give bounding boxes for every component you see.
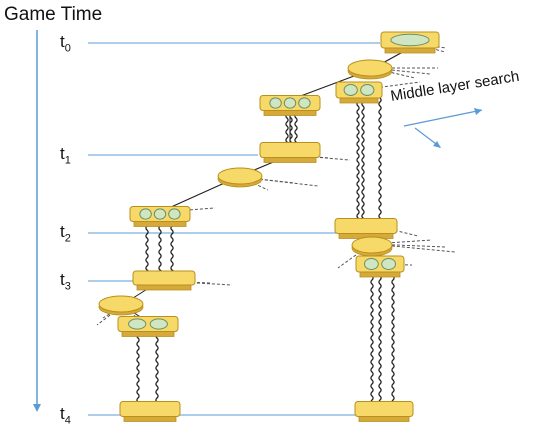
dashed-branch xyxy=(239,176,319,187)
slab-side xyxy=(123,416,177,422)
slab-node-icon xyxy=(132,270,196,291)
wavy-link xyxy=(145,221,149,273)
slab-side xyxy=(358,416,410,422)
nodes xyxy=(98,31,440,422)
dashed-branch xyxy=(337,251,361,269)
slab-side xyxy=(384,47,436,54)
slab-node-icon xyxy=(259,142,321,163)
disk-node-icon xyxy=(98,295,144,316)
inner-ellipse xyxy=(168,208,181,220)
time-axis-arrow-icon xyxy=(33,404,41,412)
slab-node-icon xyxy=(355,255,405,278)
inner-ellipse xyxy=(360,84,375,96)
slab-node-icon xyxy=(380,31,440,54)
slab-side xyxy=(263,157,317,163)
disk-top xyxy=(217,167,263,185)
slab-side xyxy=(359,271,401,278)
arrow-head-icon xyxy=(474,108,482,115)
middle-layer-search-arrows xyxy=(403,108,483,148)
inner-ellipse xyxy=(343,84,358,96)
wavy-link xyxy=(391,275,395,405)
slab-side xyxy=(121,331,175,337)
disk-node-icon xyxy=(351,236,393,257)
wavy-link xyxy=(378,97,382,223)
time-label-sub: 4 xyxy=(64,414,71,427)
time-label-sub: 3 xyxy=(64,280,71,293)
disk-top xyxy=(98,295,144,313)
time-label-main: t xyxy=(60,32,65,51)
disk-top xyxy=(347,59,393,77)
wavy-link xyxy=(158,221,162,273)
slab-top xyxy=(119,401,181,417)
time-label-sub: 2 xyxy=(64,232,71,245)
slab-top xyxy=(259,142,321,158)
inner-ellipse xyxy=(390,33,430,47)
inner-ellipse xyxy=(139,208,152,220)
inner-ellipse xyxy=(269,97,282,109)
slab-node-icon xyxy=(354,401,414,422)
inner-ellipse xyxy=(128,318,147,330)
slab-node-icon xyxy=(334,218,398,239)
slab-side xyxy=(136,284,192,291)
wavy-link xyxy=(136,329,140,405)
slab-side xyxy=(339,97,379,104)
time-label-main: t xyxy=(60,222,65,241)
time-label-t0: t0 xyxy=(60,32,71,54)
inner-ellipse xyxy=(298,97,311,109)
slab-node-icon xyxy=(129,206,191,227)
time-label-main: t xyxy=(60,144,65,163)
wavy-link xyxy=(155,329,159,405)
slab-node-icon xyxy=(335,81,383,104)
time-label-main: t xyxy=(60,270,65,289)
inner-ellipse xyxy=(149,318,168,330)
slab-side xyxy=(133,221,187,227)
slab-node-icon xyxy=(119,401,181,422)
dashed-branch xyxy=(161,280,211,284)
inner-ellipse xyxy=(283,97,297,109)
wavy-link xyxy=(361,97,365,223)
inner-ellipse xyxy=(381,258,397,270)
wavy-link xyxy=(356,97,360,223)
inner-ellipse xyxy=(153,208,167,220)
arrow-head-icon xyxy=(433,141,441,148)
slab-top xyxy=(335,81,383,99)
time-label-sub: 1 xyxy=(64,154,71,167)
time-label-sub: 0 xyxy=(64,42,71,55)
time-label-t3: t3 xyxy=(60,270,71,292)
slab-top xyxy=(355,255,405,273)
inner-ellipse xyxy=(363,258,379,270)
slab-top xyxy=(132,270,196,286)
slab-top xyxy=(117,316,179,332)
time-label-t4: t4 xyxy=(60,404,71,426)
arrow-icon xyxy=(403,109,483,127)
dashed-branch xyxy=(239,176,296,184)
wavy-link xyxy=(370,275,374,405)
wavy-link xyxy=(378,275,382,405)
slab-node-icon xyxy=(117,316,179,337)
disk-top xyxy=(351,236,393,254)
disk-node-icon xyxy=(347,59,393,80)
disk-node-icon xyxy=(217,167,263,188)
slab-top xyxy=(354,401,414,417)
time-label-main: t xyxy=(60,404,65,423)
wavy-link xyxy=(170,221,174,273)
slab-top xyxy=(334,218,398,234)
dashed-branch xyxy=(371,243,456,253)
axis-title: Game Time xyxy=(4,4,103,25)
time-label-t1: t1 xyxy=(60,144,71,166)
slab-side xyxy=(263,110,317,116)
slab-node-icon xyxy=(259,95,321,116)
time-label-t2: t2 xyxy=(60,222,71,244)
